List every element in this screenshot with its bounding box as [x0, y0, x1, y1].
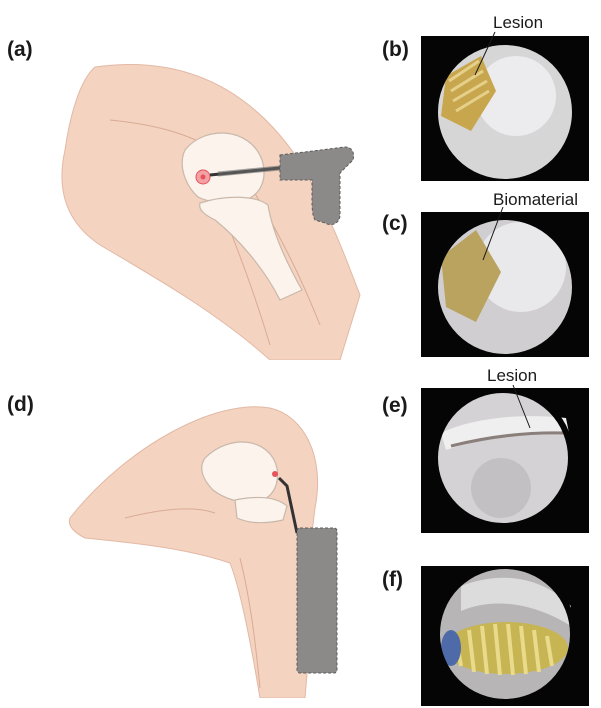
- lesion-marker-d: [272, 471, 278, 477]
- annotation-lesion-b: Lesion: [493, 13, 543, 33]
- arthroscopic-photo-b: [421, 36, 589, 181]
- panel-label-b: (b): [382, 38, 409, 62]
- panel-label-f: (f): [382, 568, 403, 592]
- panel-label-a: (a): [7, 38, 33, 62]
- pointer-line-e: [505, 383, 535, 433]
- pointer-line-b: [470, 30, 500, 80]
- arthroscopic-photo-f: [421, 566, 589, 706]
- panel-label-e: (e): [382, 394, 408, 418]
- panel-label-d: (d): [7, 393, 34, 417]
- knee-illustration-a: [40, 55, 370, 360]
- panel-label-c: (c): [382, 212, 408, 236]
- femur-bone-a: [182, 133, 264, 203]
- probe-handle-d: [297, 528, 337, 673]
- leg-skin-d: [69, 407, 317, 698]
- knee-illustration-d: [65, 388, 365, 698]
- pointer-line-c: [478, 205, 508, 265]
- tibia-bone-d: [235, 498, 287, 523]
